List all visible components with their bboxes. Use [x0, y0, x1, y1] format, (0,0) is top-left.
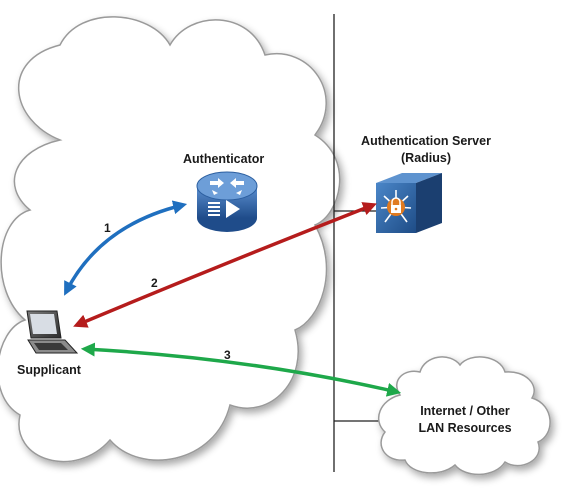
step-2-number: 2: [151, 276, 158, 290]
internet-label-line2: LAN Resources: [418, 421, 512, 435]
internet-label-line1: Internet / Other: [420, 404, 510, 418]
internet-label: Internet / Other LAN Resources: [395, 403, 535, 437]
step-3-number: 3: [224, 348, 231, 362]
supplicant-label: Supplicant: [17, 363, 81, 377]
server-lock-icon[interactable]: [376, 173, 442, 233]
internet-cloud: [378, 356, 551, 476]
step-3-arrow: [80, 342, 402, 397]
auth-server-label-line2: (Radius): [401, 151, 451, 165]
step-1-number: 1: [104, 221, 111, 235]
laptop-icon[interactable]: [26, 310, 79, 354]
auth-server-label: Authentication Server (Radius): [346, 133, 506, 167]
authenticator-label: Authenticator: [183, 152, 265, 166]
step-2-arrow: [73, 202, 377, 328]
router-icon[interactable]: [196, 171, 258, 232]
auth-server-label-line1: Authentication Server: [361, 134, 491, 148]
